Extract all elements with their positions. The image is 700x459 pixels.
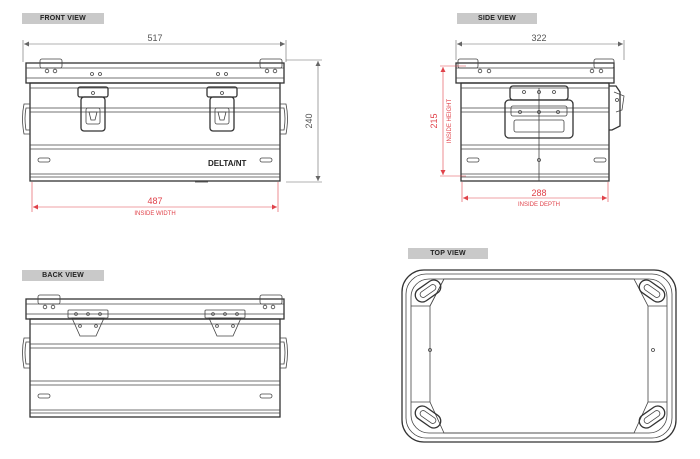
side-view-drawing: 322 2 xyxy=(429,33,625,208)
top-view-label: TOP VIEW xyxy=(408,248,488,259)
front-width-dimension: 517 xyxy=(147,33,162,43)
back-view-label: BACK VIEW xyxy=(22,270,104,281)
side-width-dimension: 322 xyxy=(531,33,546,43)
back-view-drawing xyxy=(22,294,288,418)
front-view-drawing: 517 240 xyxy=(22,33,322,217)
inside-width-dimension: 487 xyxy=(147,196,162,206)
inside-height-label: INSIDE HEIGHT xyxy=(447,98,453,143)
inside-depth-dimension: 288 xyxy=(531,188,546,198)
brand-logo: DELTA/NT xyxy=(208,159,246,168)
side-view-label: SIDE VIEW xyxy=(457,13,537,24)
inside-height-dimension: 215 xyxy=(429,113,439,128)
inside-depth-label: INSIDE DEPTH xyxy=(518,202,560,208)
inside-width-label: INSIDE WIDTH xyxy=(134,211,175,217)
front-view-label: FRONT VIEW xyxy=(22,13,104,24)
front-height-dimension: 240 xyxy=(304,113,314,128)
top-view-drawing xyxy=(401,269,677,443)
